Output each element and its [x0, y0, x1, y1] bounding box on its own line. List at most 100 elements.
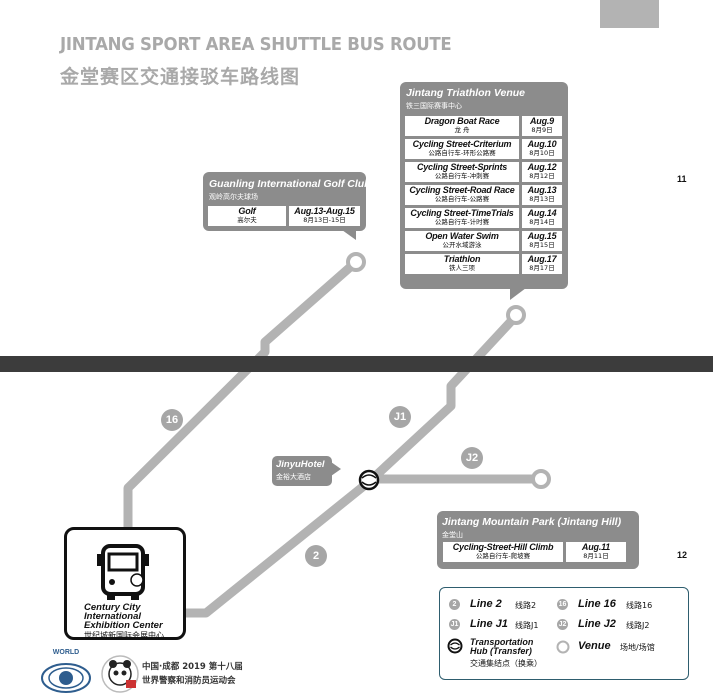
event-date: Aug.12 — [527, 162, 557, 172]
games-name-line1: 中国·成都 2019 第十八届 — [142, 662, 243, 672]
route-badge-16: 16 — [161, 409, 183, 431]
legend-linej2-label: Line J2 — [578, 618, 616, 630]
triathlon-date-cell: Aug.10 8月10日 — [522, 139, 562, 159]
hub-name-line3: Exhibition Center — [84, 620, 163, 631]
legend-badge-16: 16 — [557, 599, 568, 610]
event-date: Aug.13-Aug.15 — [294, 206, 355, 216]
triathlon-date-cell: Aug.9 8月9日 — [522, 116, 562, 136]
triathlon-card-pointer — [510, 288, 526, 300]
event-date-cn: 8月9日 — [531, 126, 553, 134]
transfer-hub-icon — [447, 638, 463, 654]
hub-name-line1: Century City — [84, 602, 141, 613]
event-name-cn: 高尔夫 — [237, 216, 257, 224]
exhibition-center-hub: Century City International Exhibition Ce… — [64, 527, 186, 640]
legend-linej2-cn: 线路J2 — [626, 621, 650, 630]
legend-hub-label-2: Hub (Transfer) — [470, 646, 532, 656]
hotel-tag-pointer — [331, 462, 341, 476]
legend-venue-label: Venue — [578, 640, 611, 652]
world-logo-text: WORLD — [53, 649, 79, 656]
event-name: Cycling Street-Criterium — [412, 139, 512, 149]
triathlon-event-cell: Cycling Street-Criterium 公路自行车-环形公路赛 — [405, 139, 519, 159]
bus-icon — [97, 544, 149, 600]
legend-hub-cn: 交通集结点（换乘） — [470, 659, 542, 668]
mountain-venue-name-cn: 金堂山 — [442, 531, 463, 539]
route-badge-j2: J2 — [461, 447, 483, 469]
event-name-cn: 龙 舟 — [454, 126, 470, 134]
event-date: Aug.17 — [527, 254, 557, 264]
event-date-cn: 8月15日 — [529, 241, 555, 249]
route-line-j1 — [366, 312, 520, 485]
triathlon-event-cell: Triathlon 铁人三项 — [405, 254, 519, 274]
triathlon-venue-name-cn: 铁三国际赛事中心 — [406, 102, 462, 110]
legend-hub-label-1: Transportation — [470, 637, 534, 647]
event-name-cn: 公路自行车-环形公路赛 — [428, 149, 496, 157]
world-games-logo: WORLD — [41, 649, 91, 693]
event-date: Aug.14 — [527, 208, 557, 218]
event-name: Dragon Boat Race — [424, 116, 500, 126]
route-badge-j1: J1 — [389, 406, 411, 428]
route-line-2 — [186, 477, 373, 618]
legend-badge-2: 2 — [449, 599, 460, 610]
corner-tab — [600, 0, 659, 28]
event-name-cn: 公路自行车-计时赛 — [434, 218, 490, 226]
event-name: Cycling Street-TimeTrials — [410, 208, 514, 218]
triathlon-event-cell: Open Water Swim 公开水域游泳 — [405, 231, 519, 251]
mountain-date-cell: Aug.11 8月11日 — [566, 542, 626, 562]
triathlon-event-cell: Cycling Street-Road Race 公路自行车-公路赛 — [405, 185, 519, 205]
golf-venue-name: Guanling International Golf Club — [209, 178, 371, 190]
golf-event-cell: Golf 高尔夫 — [208, 206, 286, 226]
mountain-venue-name: Jintang Mountain Park (Jintang Hill) — [442, 516, 622, 528]
event-date-cn: 8月14日 — [529, 218, 555, 226]
triathlon-venue-name: Jintang Triathlon Venue — [406, 87, 526, 99]
event-date-cn: 8月10日 — [529, 149, 555, 157]
hub-name-line2: International — [84, 611, 142, 622]
golf-date-cell: Aug.13-Aug.15 8月13日-15日 — [289, 206, 360, 226]
event-date-cn: 8月13日 — [529, 195, 555, 203]
event-name-cn: 公路自行车-爬坡赛 — [475, 552, 531, 560]
page-number-bottom: 12 — [677, 550, 688, 560]
event-date: Aug.15 — [527, 231, 557, 241]
triathlon-date-cell: Aug.14 8月14日 — [522, 208, 562, 228]
title-chinese: 金堂赛区交通接驳车路线图 — [60, 66, 301, 88]
legend-badge-j2: J2 — [557, 619, 568, 630]
triathlon-venue-card: Jintang Triathlon Venue 铁三国际赛事中心 Dragon … — [400, 82, 568, 289]
event-name: Cycling Street-Road Race — [409, 185, 515, 195]
event-date-cn: 8月17日 — [529, 264, 555, 272]
event-name: Open Water Swim — [425, 231, 499, 241]
event-date: Aug.10 — [527, 139, 557, 149]
event-name: Golf — [238, 206, 256, 216]
event-name: Cycling-Street-Hill Climb — [452, 542, 554, 552]
triathlon-venue-stop — [506, 305, 526, 325]
event-date-cn: 8月11日 — [583, 552, 609, 560]
triathlon-date-cell: Aug.15 8月15日 — [522, 231, 562, 251]
legend-line16-cn: 线路16 — [626, 601, 653, 610]
hotel-name-cn: 金裕大酒店 — [276, 473, 311, 481]
event-date-cn: 8月13日-15日 — [303, 216, 346, 224]
legend-badge-j1: J1 — [449, 619, 460, 630]
hotel-label: JinyuHotel 金裕大酒店 — [272, 456, 332, 486]
mountain-venue-stop — [531, 469, 551, 489]
hotel-name: JinyuHotel — [276, 459, 325, 470]
route-badge-2: 2 — [305, 545, 327, 567]
legend-line2-label: Line 2 — [470, 598, 502, 610]
golf-venue-card: Guanling International Golf Club 观岭高尔夫球场… — [203, 172, 371, 231]
panda-logo — [101, 655, 139, 693]
triathlon-date-cell: Aug.13 8月13日 — [522, 185, 562, 205]
event-name: Triathlon — [443, 254, 481, 264]
legend-linej1-cn: 线路J1 — [515, 621, 539, 630]
venue-icon — [556, 640, 570, 654]
mountain-venue-card: Jintang Mountain Park (Jintang Hill) 金堂山… — [437, 511, 639, 569]
triathlon-event-cell: Cycling Street-TimeTrials 公路自行车-计时赛 — [405, 208, 519, 228]
legend-line2-cn: 线路2 — [515, 601, 537, 610]
hotel-transfer-hub — [358, 469, 380, 491]
event-date-cn: 8月12日 — [529, 172, 555, 180]
triathlon-date-cell: Aug.17 8月17日 — [522, 254, 562, 274]
page-divider — [0, 356, 713, 372]
legend-venue-cn: 场地/场馆 — [620, 643, 655, 652]
golf-venue-stop — [346, 252, 366, 272]
event-name: Cycling Street-Sprints — [416, 162, 508, 172]
mountain-event-cell: Cycling-Street-Hill Climb 公路自行车-爬坡赛 — [443, 542, 563, 562]
page-number-top: 11 — [677, 174, 687, 184]
event-name-cn: 公开水域游泳 — [442, 241, 482, 249]
